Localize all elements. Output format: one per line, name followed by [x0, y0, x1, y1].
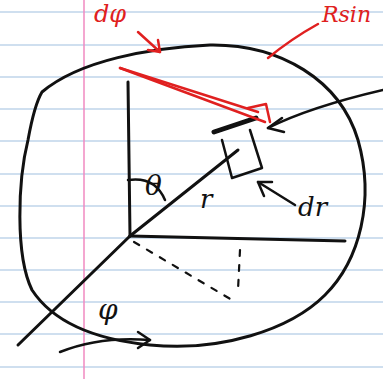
sphere-sketch — [18, 45, 383, 352]
margin-line — [83, 0, 85, 379]
radius-label: r — [200, 186, 212, 212]
ruled-lines — [0, 12, 383, 367]
angle-increment-label: dφ — [94, 2, 126, 26]
polar-angle-label: θ — [145, 172, 162, 200]
azimuth-label: φ — [98, 296, 118, 324]
radial-increment-label: dr — [298, 194, 327, 220]
radius-label: Rsin — [322, 4, 371, 26]
red-annotation — [120, 24, 318, 122]
